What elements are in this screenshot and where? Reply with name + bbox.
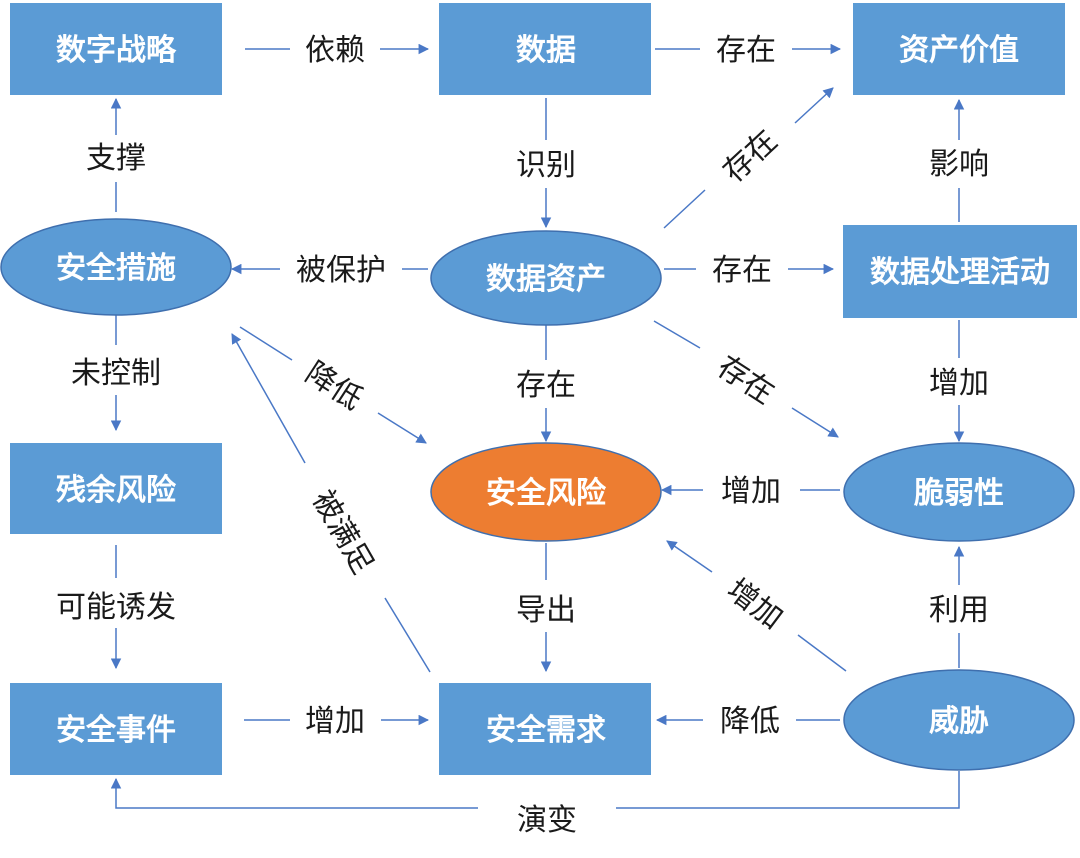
- node-data-processing-label: 数据处理活动: [870, 255, 1050, 290]
- node-residual-risk-label: 残余风险: [56, 473, 177, 508]
- edge-reduces-measure-risk-line-b: [377, 412, 427, 444]
- edge-label-reduces-measure-risk: 降低: [299, 355, 368, 417]
- edge-label-exists-asset-value: 存在: [716, 123, 784, 190]
- edge-label-supports: 支撑: [86, 141, 146, 176]
- edge-exists-asset-value-line-b: [794, 87, 834, 124]
- edge-exists-asset-vuln-line-a: [653, 320, 701, 349]
- edge-label-exists-asset-risk: 存在: [516, 368, 576, 403]
- node-security-risk-label: 安全风险: [486, 476, 607, 511]
- node-data-asset[interactable]: 数据资产: [430, 230, 662, 326]
- node-security-requirement[interactable]: 安全需求: [439, 683, 651, 775]
- node-data-label: 数据: [516, 33, 576, 68]
- edge-satisfied-line-b: [231, 333, 306, 464]
- edge-label-derives: 导出: [516, 593, 576, 628]
- node-asset-value-label: 资产价值: [899, 33, 1019, 68]
- node-security-measures[interactable]: 安全措施: [0, 218, 232, 316]
- node-data[interactable]: 数据: [439, 3, 651, 95]
- node-asset-value[interactable]: 资产价值: [853, 3, 1065, 95]
- edge-label-influences: 影响: [929, 147, 989, 182]
- edge-evolves-path-a: [616, 771, 960, 809]
- edge-label-identifies: 识别: [516, 148, 576, 183]
- edge-label-evolves: 演变: [517, 803, 577, 838]
- edge-label-increases-processing-vuln: 增加: [929, 366, 989, 401]
- edge-label-increases-vuln-risk: 增加: [721, 474, 781, 509]
- node-vulnerability[interactable]: 脆弱性: [843, 442, 1075, 542]
- edge-satisfied-line-a: [384, 597, 431, 673]
- node-threat[interactable]: 威胁: [843, 669, 1075, 771]
- edge-increases-threat-risk-line-a: [797, 634, 847, 672]
- edge-exists-asset-vuln-line-b: [791, 407, 839, 438]
- nodes: 数字战略 数据 资产价值 数据处理活动 残余风险 安全事件 安全需求: [0, 3, 1077, 775]
- edge-label-exists-data-value: 存在: [716, 33, 776, 68]
- edge-label-uncontrolled: 未控制: [71, 356, 161, 391]
- node-digital-strategy-label: 数字战略: [56, 33, 177, 68]
- node-vulnerability-label: 脆弱性: [913, 476, 1004, 511]
- node-residual-risk[interactable]: 残余风险: [10, 443, 222, 534]
- edge-label-exists-asset-processing: 存在: [712, 253, 772, 288]
- node-threat-label: 威胁: [929, 704, 989, 739]
- edge-evolves-path-b: [110, 777, 478, 809]
- node-digital-strategy[interactable]: 数字战略: [10, 3, 222, 95]
- node-security-requirement-label: 安全需求: [486, 713, 606, 748]
- edge-increases-threat-risk-line-b: [666, 540, 713, 573]
- edge-label-reduces-threat-req: 降低: [720, 704, 780, 739]
- node-data-asset-label: 数据资产: [486, 262, 606, 297]
- edge-reduces-measure-risk-line-a: [239, 326, 293, 361]
- edge-label-depends: 依赖: [305, 33, 365, 68]
- edge-label-exists-asset-vuln: 存在: [711, 349, 780, 411]
- node-security-event[interactable]: 安全事件: [10, 683, 222, 775]
- edge-label-may-trigger: 可能诱发: [56, 590, 176, 625]
- edge-exists-asset-value-line-a: [663, 189, 706, 229]
- edge-label-exploits: 利用: [929, 593, 989, 628]
- node-security-measures-label: 安全措施: [56, 251, 176, 286]
- edge-label-increases-threat-risk: 增加: [720, 572, 789, 636]
- edge-label-increases-event-req: 增加: [305, 704, 365, 739]
- edge-label-protected: 被保护: [296, 253, 386, 288]
- node-security-event-label: 安全事件: [56, 713, 176, 748]
- node-data-processing[interactable]: 数据处理活动: [843, 225, 1077, 318]
- node-security-risk[interactable]: 安全风险: [430, 442, 662, 542]
- edge-label-satisfied: 被满足: [305, 485, 380, 580]
